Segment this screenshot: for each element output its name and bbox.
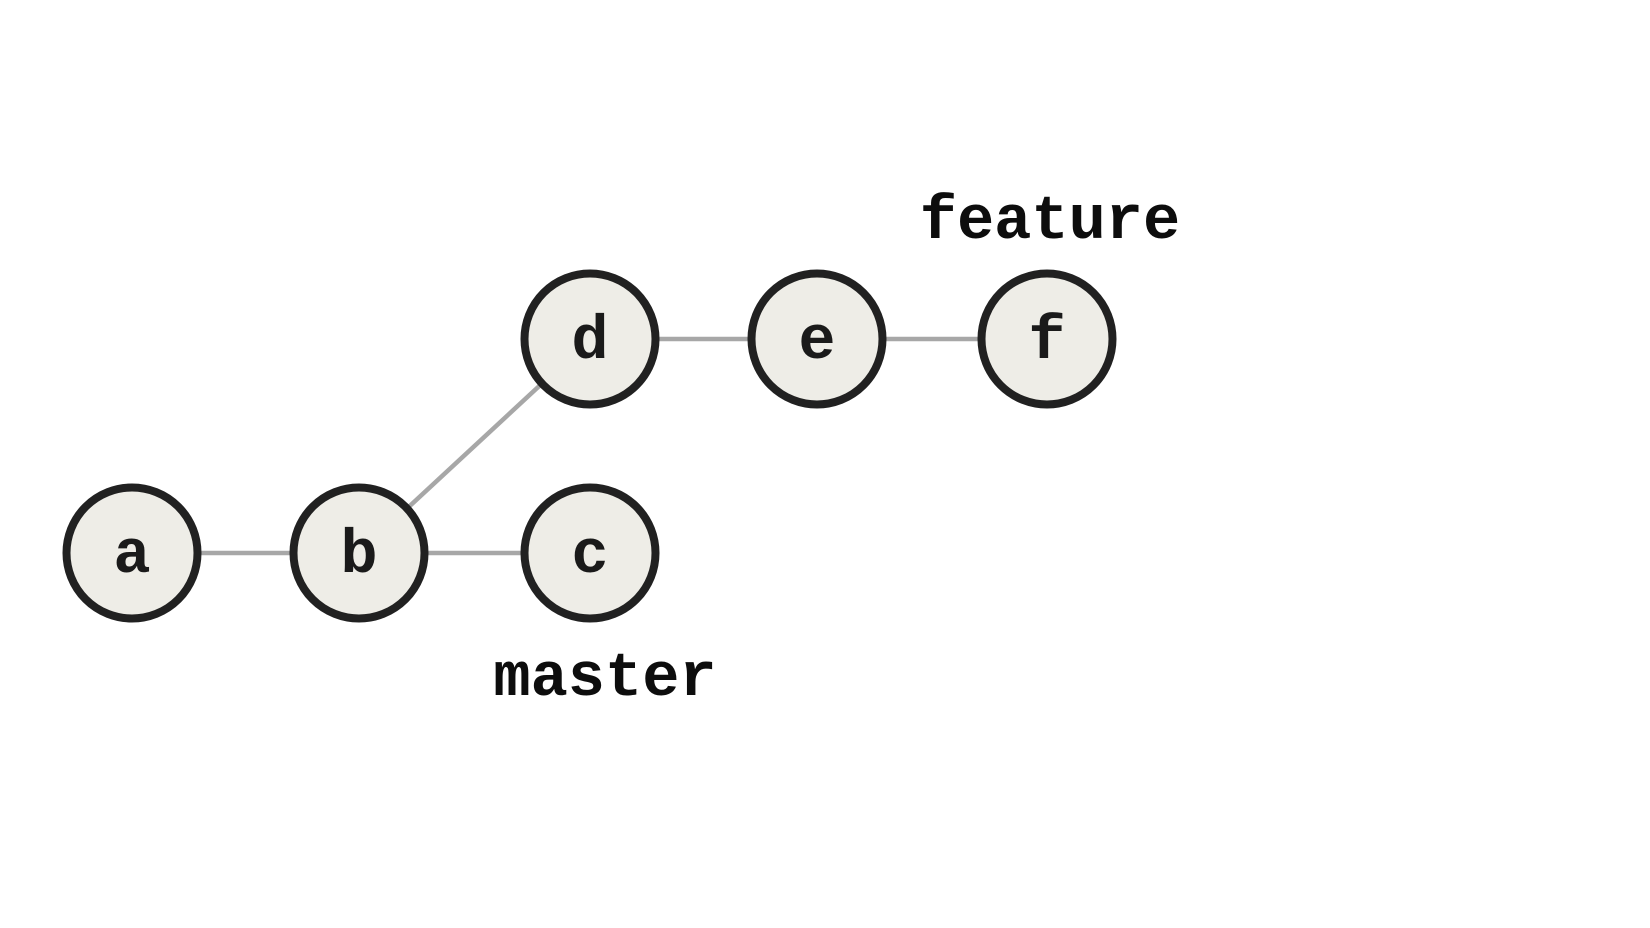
commit-node-a: a bbox=[62, 483, 202, 623]
branch-labels-layer: feature master bbox=[493, 186, 1180, 714]
commit-node-circle-c bbox=[520, 483, 660, 623]
commit-node-circle-a bbox=[62, 483, 202, 623]
commit-node-f: f bbox=[977, 269, 1117, 409]
commit-node-circle-d bbox=[520, 269, 660, 409]
commit-nodes-layer: a b c d e f bbox=[62, 269, 1117, 623]
commit-node-label-b: b bbox=[340, 520, 377, 591]
commit-node-label-c: c bbox=[571, 520, 608, 591]
commit-node-circle-b bbox=[289, 483, 429, 623]
commit-node-label-d: d bbox=[571, 306, 608, 377]
commit-node-circle-f bbox=[977, 269, 1117, 409]
commit-node-label-a: a bbox=[113, 520, 150, 591]
commit-node-label-f: f bbox=[1028, 306, 1065, 377]
commit-node-b: b bbox=[289, 483, 429, 623]
branch-label-master: master bbox=[493, 643, 716, 714]
commit-node-c: c bbox=[520, 483, 660, 623]
branch-label-feature: feature bbox=[920, 186, 1180, 257]
commit-node-label-e: e bbox=[798, 306, 835, 377]
commit-node-circle-e bbox=[747, 269, 887, 409]
commit-node-e: e bbox=[747, 269, 887, 409]
commit-node-d: d bbox=[520, 269, 660, 409]
